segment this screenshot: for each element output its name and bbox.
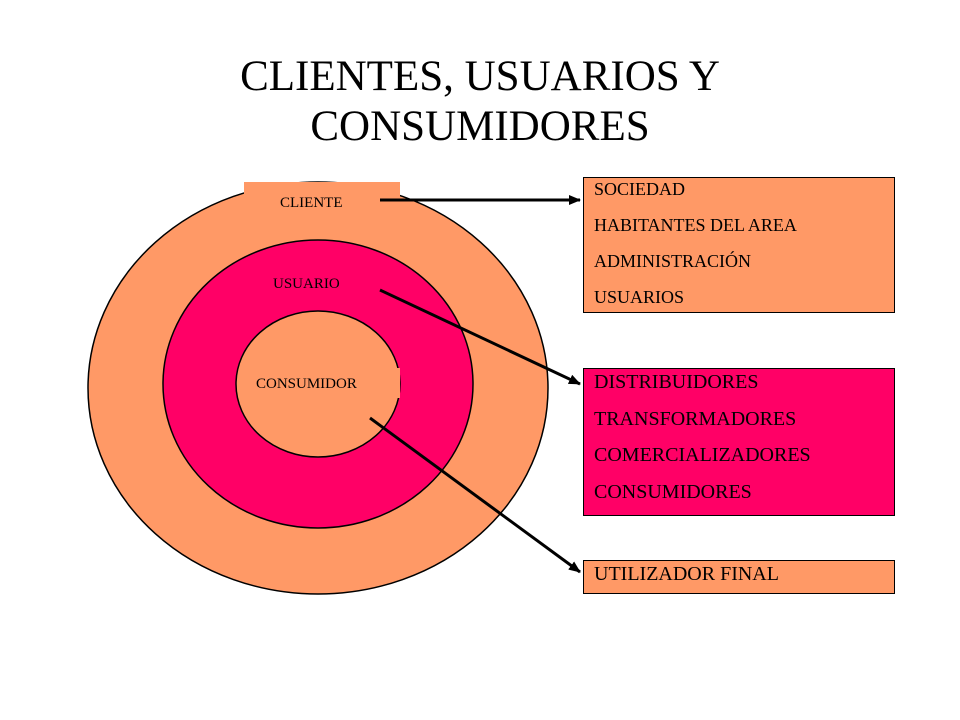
box-cliente: SOCIEDAD HABITANTES DEL AREA ADMINISTRAC… xyxy=(583,177,895,313)
inner-label-backdrop xyxy=(380,368,400,398)
box-consumidor: UTILIZADOR FINAL xyxy=(583,560,895,594)
box-cliente-line: USUARIOS xyxy=(594,287,685,307)
ring-label-cliente: CLIENTE xyxy=(280,195,343,211)
arrow-usuario xyxy=(379,288,581,386)
slide-title: CLIENTES, USUARIOS Y CONSUMIDORES xyxy=(0,52,960,152)
box-usuario-line: COMERCIALIZADORES xyxy=(594,444,811,466)
box-cliente-line: SOCIEDAD xyxy=(594,179,686,199)
ring-label-backdrop xyxy=(244,182,400,212)
box-usuario-line: CONSUMIDORES xyxy=(594,480,752,503)
box-consumidor-line: UTILIZADOR FINAL xyxy=(594,563,779,585)
box-cliente-line: HABITANTES DEL AREA xyxy=(594,215,797,235)
box-cliente-line: ADMINISTRACIÓN xyxy=(594,251,751,271)
ring-label-consumidor: CONSUMIDOR xyxy=(256,376,357,392)
box-usuario-line: DISTRIBUIDORES xyxy=(594,371,759,393)
box-usuario: DISTRIBUIDORES TRANSFORMADORES COMERCIAL… xyxy=(583,368,895,516)
box-usuario-line: TRANSFORMADORES xyxy=(594,407,797,430)
title-line-2: CONSUMIDORES xyxy=(310,103,650,150)
ring-label-usuario: USUARIO xyxy=(273,276,340,292)
title-line-1: CLIENTES, USUARIOS Y xyxy=(240,53,720,100)
arrow-consumidor xyxy=(369,416,581,574)
